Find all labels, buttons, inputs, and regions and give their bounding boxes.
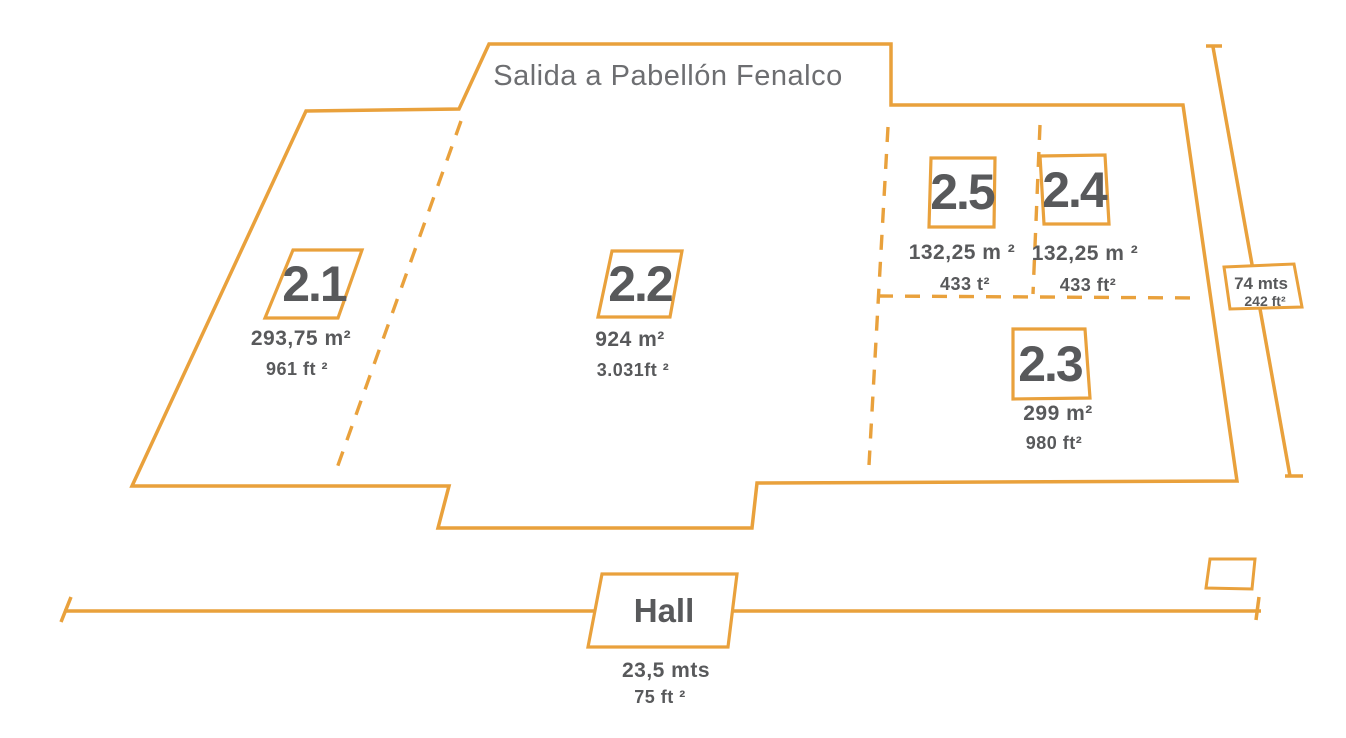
right-dimension-box <box>1222 262 1304 311</box>
hall-badge-outline <box>586 572 739 649</box>
hall-badge: Hall <box>586 572 739 649</box>
room-24-area-ft2: 433 ft² <box>1060 275 1117 295</box>
room-23-area-ft2: 980 ft² <box>1026 433 1083 453</box>
right-dimension-area-label: 242 ft² <box>1244 293 1286 309</box>
room-22-number: 2.2 <box>608 256 672 312</box>
right-dimension: 74 mts 242 ft² <box>1206 44 1304 478</box>
room-23-number: 2.3 <box>1018 336 1082 392</box>
room-25-area-m2: 132,25 m ² <box>909 241 1016 264</box>
room-25-number: 2.5 <box>930 164 995 220</box>
room-21-number: 2.1 <box>282 256 347 312</box>
room-23-area-m2: 299 m² <box>1023 402 1093 425</box>
room-25-area-ft2: 433 t² <box>940 274 990 294</box>
hall-length-label: 23,5 mts <box>622 659 710 682</box>
room-22: 2.2 924 m² 3.031ft ² <box>595 249 684 380</box>
room-22-badge <box>596 249 684 319</box>
exit-title: Salida a Pabellón Fenalco <box>493 60 842 92</box>
hall-area-label: 75 ft ² <box>634 687 686 707</box>
room-25-badge <box>927 156 997 229</box>
hall-dimension-tick-right <box>1254 596 1261 621</box>
room-24-number: 2.4 <box>1042 162 1108 218</box>
room-23: 2.3 299 m² 980 ft² <box>1011 327 1093 453</box>
room-24-badge <box>1038 153 1111 226</box>
entrance-marker-outline <box>1204 557 1257 591</box>
room-24-area-m2: 132,25 m ² <box>1032 242 1139 265</box>
partition-21-22-dashed-line <box>335 120 463 469</box>
room-21-area-ft2: 961 ft ² <box>266 359 328 379</box>
partition-23-horizontal-dashed-line <box>877 294 1200 300</box>
room-23-badge <box>1011 327 1092 401</box>
partition-25-24-dashed-line <box>1031 124 1042 295</box>
room-22-area-ft2: 3.031ft ² <box>597 360 670 380</box>
right-dimension-line <box>1211 46 1292 477</box>
right-dimension-length-label: 74 mts <box>1234 274 1288 293</box>
room-21-badge <box>262 248 365 320</box>
room-21-area-m2: 293,75 m² <box>251 327 351 350</box>
room-24: 2.4 132,25 m ² 433 ft² <box>1032 153 1139 295</box>
hall-label: Hall <box>634 592 695 629</box>
room-22-area-m2: 924 m² <box>595 328 665 351</box>
room-25: 2.5 132,25 m ² 433 t² <box>909 156 1016 294</box>
room-21: 2.1 293,75 m² 961 ft ² <box>251 248 365 379</box>
exhibition-area-outline <box>129 42 1240 530</box>
